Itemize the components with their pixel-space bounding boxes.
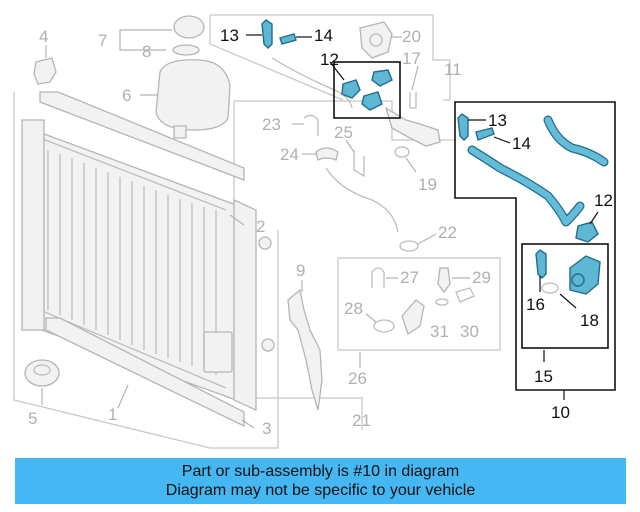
- callout-6: 6: [122, 86, 131, 105]
- connector-18-port: [571, 273, 585, 287]
- lower-hose-grey: [325, 167, 399, 233]
- o-ring-part-16: [541, 282, 559, 294]
- clip-25: [353, 150, 365, 178]
- box-part-15: [521, 243, 609, 349]
- callout-10: 10: [551, 403, 570, 422]
- callout-2: 2: [256, 217, 265, 236]
- box-clips-12: [333, 61, 401, 119]
- callout-1: 1: [108, 405, 117, 424]
- clamp-14-lower: [475, 127, 495, 141]
- clamp-14-upper: [279, 33, 297, 45]
- callout-12-lower: 12: [594, 191, 613, 210]
- parts-diagram: 4 7 8 6 2 9 5 1 3 20 17 11 19 22 23 24 2…: [13, 14, 616, 449]
- callout-30: 30: [460, 322, 479, 341]
- box-part-10: [454, 101, 616, 391]
- clamp-24: [315, 147, 339, 161]
- clip-27: [371, 267, 385, 288]
- seal-22: [399, 240, 419, 252]
- callout-20: 20: [402, 27, 421, 46]
- callout-23: 23: [262, 115, 281, 134]
- quick-connector-12-set: [341, 69, 393, 111]
- callout-19: 19: [418, 175, 437, 194]
- banner-line-part-number: Part or sub-assembly is #10 in diagram: [181, 463, 460, 480]
- clip-13-upper: [261, 19, 273, 49]
- coolant-hose-10: [467, 115, 609, 227]
- callout-26: 26: [348, 369, 367, 388]
- seal-8: [172, 44, 200, 56]
- callout-25: 25: [334, 123, 353, 142]
- shroud-9: [287, 288, 323, 411]
- seal-31: [435, 298, 449, 306]
- expansion-tank-neck: [173, 125, 187, 139]
- callout-29: 29: [472, 268, 491, 287]
- mount-5-inner: [33, 364, 51, 376]
- callout-15: 15: [534, 367, 553, 386]
- hose-clip-23: [303, 114, 319, 136]
- callout-31: 31: [430, 322, 449, 341]
- panel-outline-hose-fittings: [337, 257, 501, 351]
- callout-24: 24: [280, 145, 299, 164]
- callout-17: 17: [402, 49, 421, 68]
- callout-5: 5: [28, 409, 37, 428]
- callout-22: 22: [438, 223, 457, 242]
- callout-13-upper: 13: [220, 26, 239, 45]
- callout-11: 11: [444, 60, 462, 79]
- callout-14-lower: 14: [512, 134, 531, 153]
- callout-4: 4: [39, 27, 48, 46]
- callout-27: 27: [400, 268, 419, 287]
- callout-3: 3: [262, 419, 271, 438]
- callout-12-upper: 12: [320, 50, 339, 69]
- callout-16: 16: [526, 295, 545, 314]
- clip-30: [455, 287, 475, 303]
- thermostat-port: [369, 33, 383, 47]
- thermostat-housing-20: [359, 21, 393, 59]
- expansion-tank-6: [155, 59, 231, 131]
- panel-outline-upper-left: [209, 15, 344, 101]
- clip-13-lower: [457, 113, 469, 141]
- fitting-hose: [401, 299, 425, 336]
- callout-13-lower: 13: [488, 111, 507, 130]
- bracket-4: [33, 57, 57, 85]
- outline-frame-left: [13, 92, 279, 449]
- callout-14-upper: 14: [314, 26, 333, 45]
- leader-lines: [41, 29, 599, 429]
- clip-17: [409, 92, 417, 109]
- radiator-support-bottom: [45, 317, 245, 428]
- radiator-support-top: [39, 91, 245, 181]
- tank-cap-7: [173, 15, 205, 39]
- sensor-29: [437, 267, 451, 294]
- o-ring-28: [373, 319, 395, 333]
- callout-28: 28: [344, 299, 363, 318]
- info-banner: Part or sub-assembly is #10 in diagram D…: [15, 458, 626, 504]
- upper-hose-grey: [271, 57, 353, 109]
- callout-8: 8: [142, 42, 151, 61]
- o-ring-19: [394, 146, 410, 158]
- callout-7: 7: [98, 31, 107, 50]
- quick-connector-12-lower: [575, 221, 599, 243]
- callout-18: 18: [580, 311, 599, 330]
- mount-5: [24, 359, 60, 387]
- banner-line-disclaimer: Diagram may not be specific to your vehi…: [165, 482, 476, 499]
- clip-16: [535, 249, 547, 279]
- callout-21: 21: [352, 411, 371, 430]
- callout-9: 9: [296, 261, 305, 280]
- panel-outline-upper-hoses: [210, 14, 451, 101]
- panel-outline-lower-hoses: [233, 100, 455, 430]
